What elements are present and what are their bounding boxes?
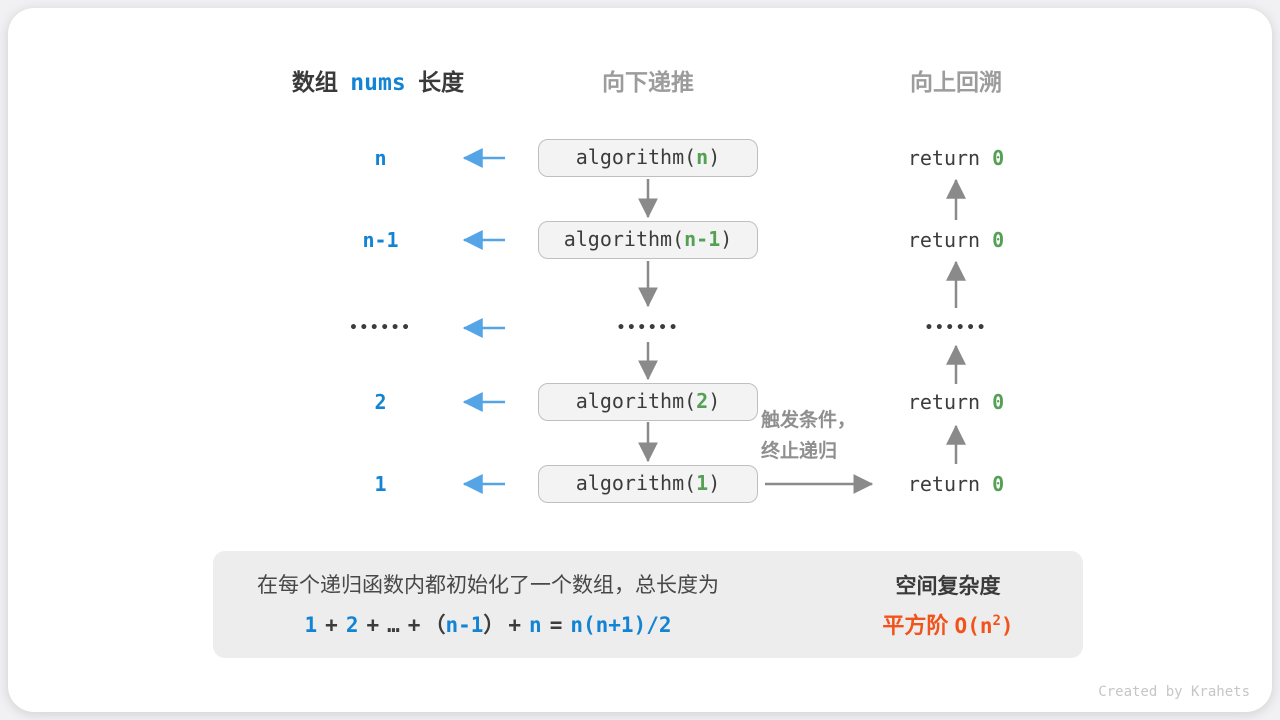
formula-ellipsis: … [387,613,400,637]
fn-close: ) [708,471,721,495]
complexity-order-label: 平方阶 [882,613,949,638]
length-label-n: n [374,146,387,170]
complexity-value: 平方阶 O(n2) [848,608,1048,640]
backtrack-ellipsis: •••••• [924,320,988,336]
call-box-2: algorithm(2) [538,383,758,421]
length-pointer-arrows [462,148,505,494]
formula-equals: = [549,613,563,637]
termination-note: 触发条件， 终止递归 [761,405,881,467]
return-keyword: return [907,390,981,414]
formula-paren-open: （ [424,613,446,637]
header-backtrack-up: 向上回溯 [910,69,1002,95]
call-box-n-1: algorithm(n-1) [538,221,758,259]
summary-text: 在每个递归函数内都初始化了一个数组，总长度为 [257,574,719,597]
complexity-expr-close: ) [1000,614,1014,638]
return-keyword: return [907,146,981,170]
summary-panel [213,551,1083,658]
complexity-expr: O(n [954,614,993,638]
fn-open: algorithm( [575,145,697,169]
header-array-length: 数组 nums 长度 [258,67,498,97]
summary-formula: 1+2+…+（n-1）+n=n(n+1)/2 [233,609,743,639]
fn-arg: 2 [696,389,709,413]
return-statement-1: return 0 [868,470,1044,498]
formula-op: + [508,613,522,637]
termination-note-line2: 终止递归 [761,441,838,462]
fn-open: algorithm( [563,227,685,251]
return-keyword: return [907,228,981,252]
header-array-suffix: 长度 [418,69,465,95]
length-label-2: 2 [374,390,387,414]
fn-arg: 1 [696,471,709,495]
formula-paren-close: ） [483,613,505,637]
call-box-1: algorithm(1) [538,465,758,503]
fn-close: ) [720,227,733,251]
header-array-prefix: 数组 [291,69,338,95]
formula-op: + [366,613,380,637]
return-value: 0 [992,228,1005,252]
return-statement-n: return 0 [868,144,1044,172]
fn-arg: n-1 [684,227,721,251]
recurse-ellipsis: •••••• [616,320,680,336]
header-nums-code: nums [350,70,406,96]
diagram-card: 数组 nums 长度 向下递推 向上回溯 n algorithm(n) retu… [8,8,1272,712]
return-value: 0 [992,390,1005,414]
formula-op: + [407,613,421,637]
return-value: 0 [992,472,1005,496]
formula-term: 1 [304,613,318,637]
length-label-1: 1 [374,472,387,496]
return-statement-2: return 0 [868,388,1044,416]
formula-term: 2 [345,613,359,637]
return-statement-n-1: return 0 [868,226,1044,254]
complexity-exponent: 2 [992,613,1001,629]
header-recurse-down: 向下递推 [602,69,694,95]
formula-result-term: n(n+1)/2 [570,613,672,637]
formula-term: n [529,613,542,637]
fn-close: ) [708,389,721,413]
length-ellipsis: •••••• [349,320,412,336]
fn-arg: n [696,145,709,169]
call-box-n: algorithm(n) [538,139,758,177]
formula-op: + [325,613,338,637]
fn-close: ) [708,145,721,169]
fn-open: algorithm( [575,389,697,413]
length-label-n-1: n-1 [362,228,399,252]
termination-note-line1: 触发条件， [761,410,857,431]
return-value: 0 [992,146,1005,170]
formula-term: n-1 [445,613,484,637]
fn-open: algorithm( [575,471,697,495]
complexity-title: 空间复杂度 [895,575,1001,598]
credit-text: Created by Krahets [1098,684,1250,700]
return-keyword: return [907,472,981,496]
